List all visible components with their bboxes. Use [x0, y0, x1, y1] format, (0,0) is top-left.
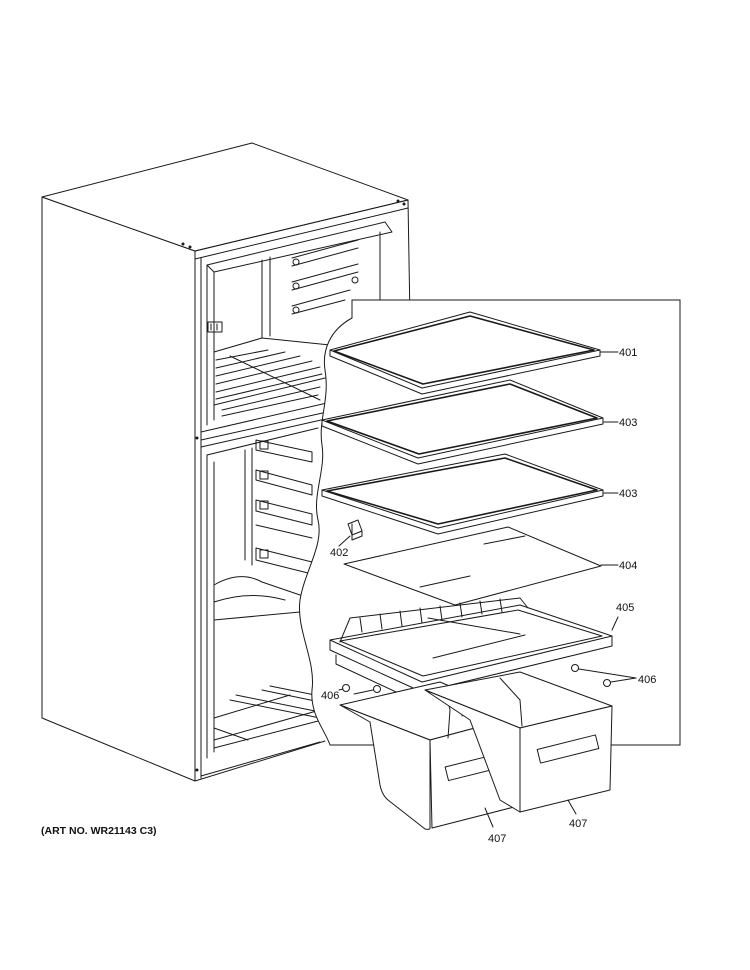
crisper-drawer-407-right: [424, 671, 613, 813]
art-number: (ART NO. WR21143 C3): [41, 825, 157, 837]
callout-407-left: 407: [488, 833, 506, 845]
fresh-food-compartment: [206, 427, 323, 759]
shelf-supports: [255, 439, 313, 575]
callout-406-left: 406: [321, 690, 339, 702]
callout-406-right: 406: [638, 674, 656, 686]
leader-lines: [338, 351, 637, 828]
callout-labels: 401 403 403 402 404 405 406 406 407 407: [321, 347, 656, 845]
crisper-cover-frame-405: [329, 597, 613, 705]
cabinet-screws: [181, 199, 406, 772]
callout-402: 402: [330, 547, 348, 559]
freezer-rear-ribs: [291, 239, 359, 330]
roller-washers-406: [342, 664, 611, 693]
callout-405: 405: [616, 602, 634, 614]
frame-teeth: [359, 598, 503, 633]
crisper-cover-glass-404: [343, 526, 602, 606]
callout-401: 401: [619, 347, 637, 359]
refrigerator-cabinet: [41, 142, 411, 782]
glass-shelf-401: [329, 311, 601, 395]
callout-404: 404: [619, 560, 637, 572]
callout-403-upper: 403: [619, 417, 637, 429]
callout-403-lower: 403: [619, 488, 637, 500]
shelf-bracket-402: [347, 519, 363, 541]
callout-407-right: 407: [569, 818, 587, 830]
freezer-floor-grille: [215, 349, 323, 401]
glass-shelf-403-upper: [321, 379, 604, 465]
crisper-floor-rails: [213, 685, 323, 749]
glass-shelf-403-lower: [321, 453, 604, 535]
